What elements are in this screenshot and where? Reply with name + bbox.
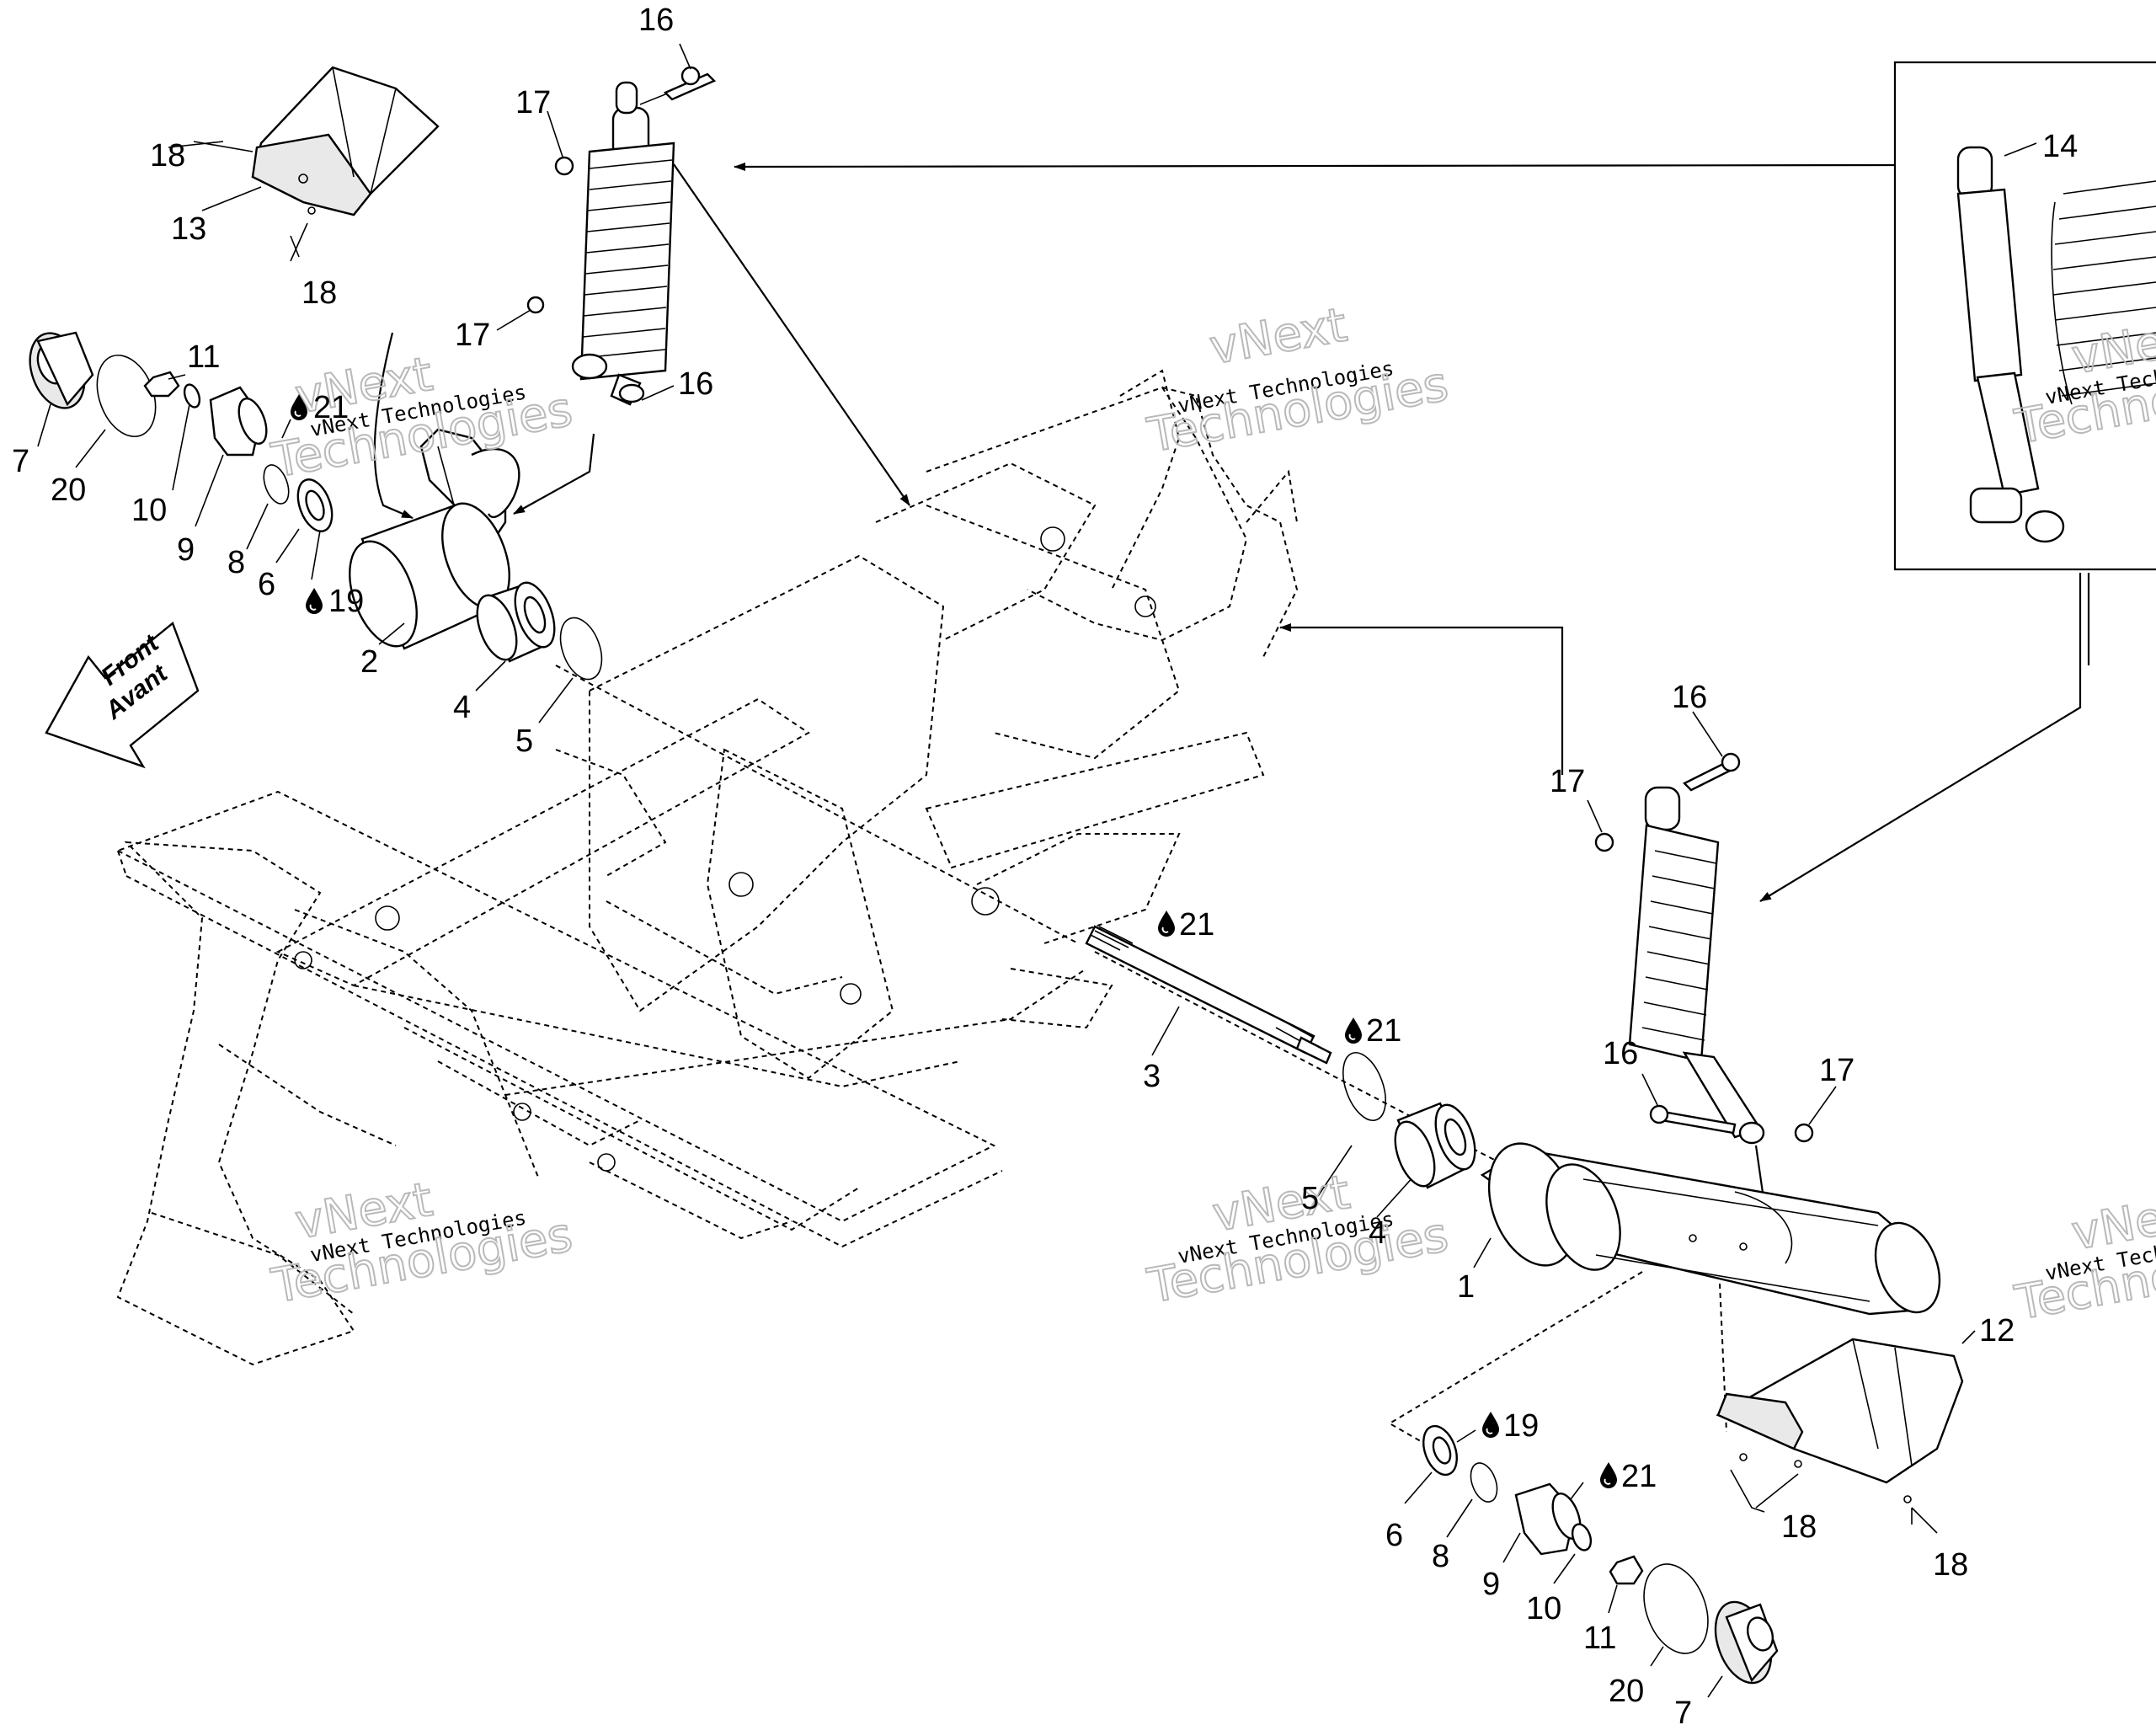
- cap-left: [29, 331, 94, 409]
- nut-17-top: [554, 156, 574, 176]
- callout-21: 21: [313, 390, 349, 425]
- inset-box: [1893, 61, 2156, 571]
- callout-16: 16: [1672, 680, 1707, 715]
- callout-16: 16: [638, 3, 674, 38]
- callout-17: 17: [1550, 764, 1585, 799]
- callout-16: 16: [678, 366, 713, 402]
- callout-16: 16: [1603, 1036, 1638, 1071]
- watermark-4: vNext vNext Technologies Technologies: [1143, 1164, 1454, 1315]
- o-ring-right: [1643, 1563, 1709, 1654]
- seal-8-left: [263, 464, 290, 505]
- nut-17-mid: [526, 296, 545, 314]
- callout-18: 18: [1933, 1547, 1968, 1583]
- watermark-6: vNext vNext Technologies Technologies: [2010, 1183, 2156, 1332]
- pivot-shaft: [1085, 925, 1332, 1065]
- skid-plate-left: [251, 66, 440, 216]
- callout-20: 20: [51, 473, 86, 508]
- callout-8: 8: [1432, 1539, 1449, 1574]
- callout-6: 6: [258, 567, 275, 602]
- callout-6: 6: [1385, 1518, 1403, 1553]
- leaders-top-left: [37, 43, 691, 724]
- callout-7: 7: [1674, 1696, 1692, 1725]
- watermark-5: vNext vNext Technologies Technologies: [2010, 307, 2156, 456]
- callout-4: 4: [1369, 1215, 1386, 1251]
- washer-10-right: [1571, 1523, 1593, 1551]
- callout-5: 5: [1301, 1181, 1319, 1216]
- callout-21: 21: [1179, 907, 1214, 943]
- watermarks: vNext vNext Technologies Technologies vN…: [267, 296, 2156, 1332]
- callout-3: 3: [1143, 1059, 1161, 1094]
- flange-9-left: [209, 386, 268, 457]
- washer-10-left: [183, 383, 201, 409]
- oil-drop-icon: [1344, 1017, 1363, 1044]
- seal-8-right: [1470, 1462, 1498, 1503]
- callouts: 16 17 18 13 18 17 16 11 21 7 20 10 9 8 6…: [12, 3, 2078, 1725]
- callout-12: 12: [1979, 1313, 2015, 1348]
- cap-right: [1714, 1600, 1779, 1685]
- bolt-16-mid: [610, 373, 645, 406]
- circlip-right: [1342, 1052, 1386, 1121]
- callout-13: 13: [171, 211, 206, 247]
- seal-6-right: [1422, 1424, 1458, 1477]
- frame-chassis: [115, 369, 1299, 1366]
- callout-14: 14: [2042, 129, 2078, 164]
- nut-17-right-top: [1594, 832, 1614, 852]
- shock-absorber-top: [571, 81, 675, 381]
- callout-11: 11: [1583, 1621, 1616, 1656]
- seal-6-left: [296, 478, 334, 532]
- leaders-right: [1587, 711, 1837, 1125]
- leaders-skid-right: [1730, 1330, 1976, 1534]
- oil-drop-icon: [305, 587, 323, 615]
- callout-10: 10: [131, 493, 167, 528]
- oil-drop-icon: [1157, 910, 1176, 937]
- callout-17: 17: [515, 85, 551, 120]
- bearing-right: [1394, 1102, 1476, 1189]
- callout-18: 18: [150, 138, 185, 174]
- bolt-16-right-bottom: [1649, 1104, 1737, 1135]
- oil-drop-icon: [1599, 1461, 1618, 1489]
- swing-arm: [1480, 1142, 1941, 1316]
- watermark-3: vNext vNext Technologies Technologies: [267, 1172, 578, 1315]
- callout-21: 21: [1621, 1459, 1657, 1494]
- callout-17: 17: [1819, 1053, 1854, 1088]
- leader-skid-plate-left: [168, 141, 308, 262]
- nut-17-right-bottom: [1794, 1123, 1814, 1143]
- bearing-left: [476, 581, 556, 663]
- callout-9: 9: [1482, 1567, 1500, 1602]
- callout-2: 2: [360, 644, 378, 680]
- front-arrow-icon: Front Avant: [45, 622, 200, 769]
- flange-9-right: [1514, 1482, 1582, 1556]
- callout-19: 19: [328, 584, 364, 619]
- pivot-tube-left: [349, 502, 510, 650]
- watermark-2: vNext vNext Technologies Technologies: [1143, 296, 1454, 464]
- callout-19: 19: [1503, 1408, 1539, 1444]
- nut-11-left: [143, 371, 180, 398]
- leaders-bottom-right: [1404, 1429, 1723, 1698]
- callout-1: 1: [1457, 1269, 1475, 1305]
- leaders-center: [1151, 1006, 1492, 1268]
- callout-5: 5: [515, 724, 533, 759]
- skid-plate-right: [1716, 1338, 1964, 1503]
- callout-9: 9: [177, 532, 195, 568]
- callout-10: 10: [1526, 1591, 1561, 1626]
- shock-absorber-right: [1628, 786, 1765, 1145]
- callout-18: 18: [1781, 1509, 1817, 1545]
- svg-text:vNext: vNext: [1206, 297, 1351, 375]
- oil-drop-icon: [1481, 1411, 1500, 1439]
- nut-11-right: [1609, 1555, 1644, 1585]
- bolt-16-top: [639, 66, 717, 105]
- bolt-16-right-top: [1682, 752, 1741, 792]
- callout-11: 11: [187, 339, 220, 375]
- callout-17: 17: [455, 318, 490, 353]
- circlip-left: [559, 617, 603, 681]
- callout-7: 7: [12, 444, 29, 479]
- callout-21: 21: [1366, 1013, 1401, 1049]
- callout-4: 4: [453, 690, 471, 725]
- callout-20: 20: [1609, 1674, 1644, 1709]
- callout-8: 8: [227, 545, 245, 580]
- callout-18: 18: [302, 275, 337, 311]
